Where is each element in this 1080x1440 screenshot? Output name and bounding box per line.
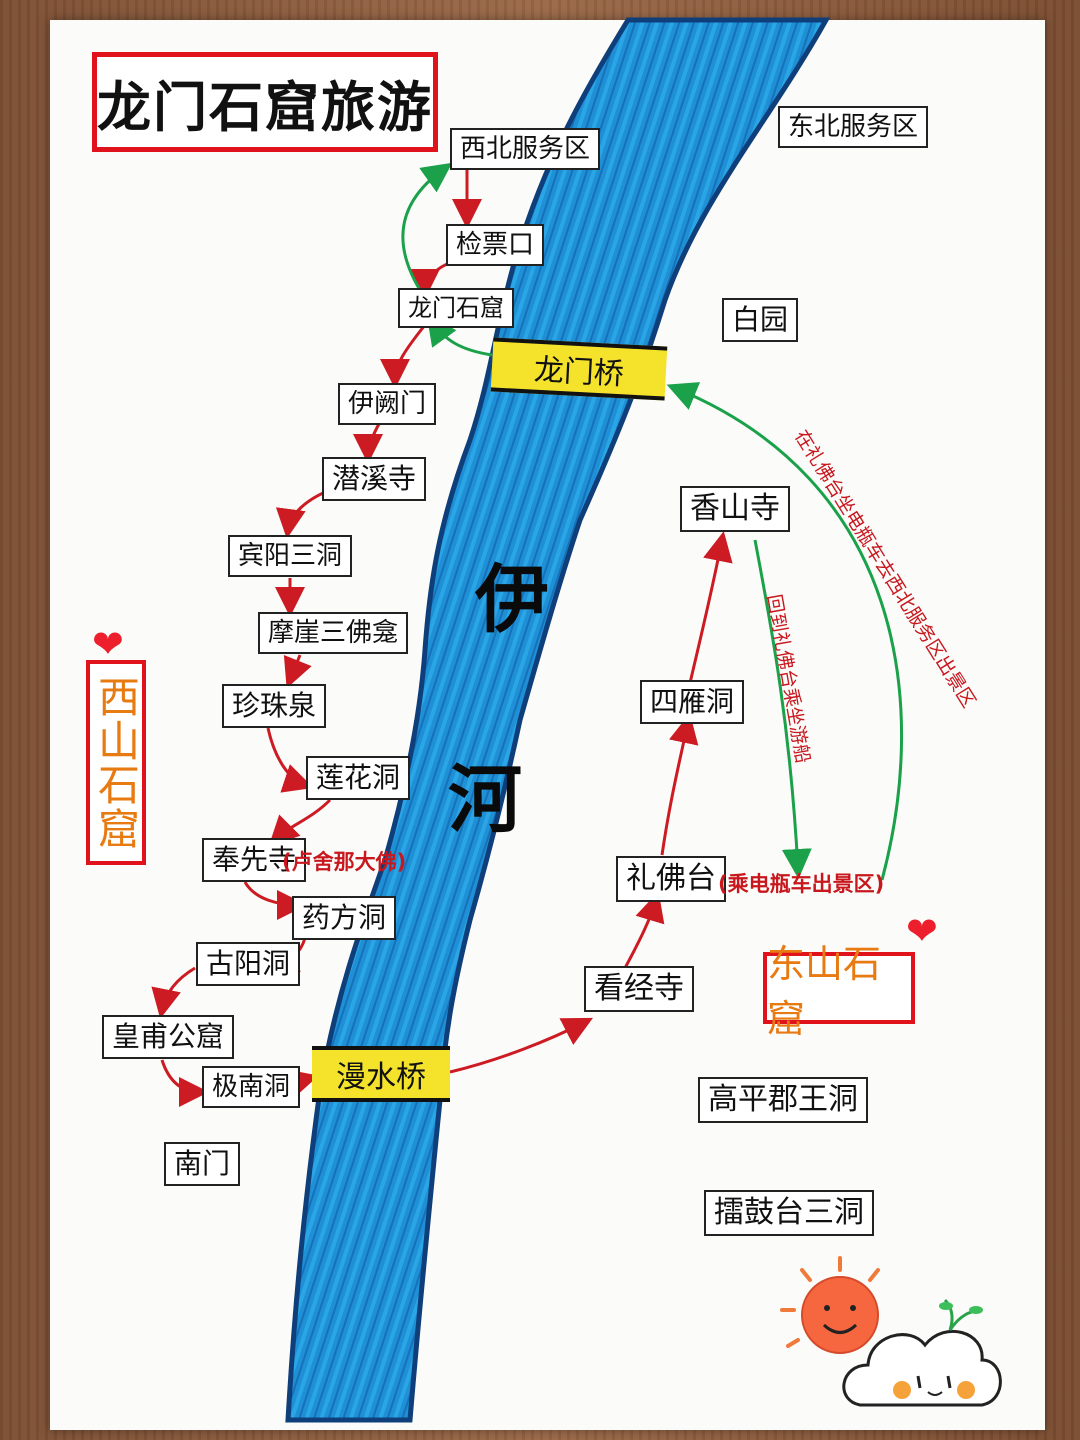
- spot-xiangshan-temple[interactable]: 香山寺: [680, 486, 790, 532]
- spot-south-gate[interactable]: 南门: [164, 1142, 241, 1186]
- spot-lianhua-cave[interactable]: 莲花洞: [306, 756, 411, 800]
- spot-northwest-service[interactable]: 西北服务区: [450, 128, 601, 170]
- spot-fengxian-temple[interactable]: 奉先寺: [202, 838, 307, 882]
- east-route: [449, 531, 733, 1074]
- spot-jinan-cave[interactable]: 极南洞: [202, 1066, 301, 1108]
- east-hill-label: 东山石窟: [763, 942, 915, 1041]
- longmen-bridge[interactable]: 龙门桥: [490, 337, 668, 401]
- lifo-note: (乘电瓶车出景区): [718, 872, 885, 896]
- map-title: 龙门石窟旅游: [97, 75, 433, 139]
- spot-yaofang-cave[interactable]: 药方洞: [292, 896, 397, 940]
- sun-doodle: [780, 1256, 880, 1354]
- map-title-frame: 龙门石窟旅游: [92, 52, 438, 152]
- spot-leigu-caves[interactable]: 擂鼓台三洞: [704, 1190, 874, 1236]
- manshui-bridge-label: 漫水桥: [336, 1060, 426, 1095]
- longmen-bridge-label: 龙门桥: [532, 352, 625, 393]
- spot-lifo-terrace[interactable]: 礼佛台: [616, 856, 726, 902]
- cloud-doodle: [842, 1298, 1002, 1407]
- spot-guyang-cave[interactable]: 古阳洞: [196, 942, 301, 986]
- spot-huangfu-cave[interactable]: 皇甫公窟: [102, 1015, 235, 1059]
- spot-yique-gate[interactable]: 伊阙门: [338, 383, 437, 425]
- spot-kanjing-temple[interactable]: 看经寺: [584, 966, 694, 1012]
- manshui-bridge[interactable]: 漫水桥: [312, 1046, 450, 1102]
- west-hill-label: 西山石窟: [86, 660, 146, 865]
- fengxian-note: (卢舍那大佛): [282, 850, 407, 874]
- river-char-he: 河: [448, 757, 522, 843]
- spot-ticket-gate[interactable]: 检票口: [446, 224, 545, 266]
- spot-northeast-service[interactable]: 东北服务区: [778, 106, 929, 148]
- exit-route: [401, 162, 904, 881]
- spot-binyang-caves[interactable]: 宾阳三洞: [228, 535, 353, 577]
- river-char-yi: 伊: [475, 557, 549, 643]
- spot-gaoping-cave[interactable]: 高平郡王洞: [698, 1077, 868, 1123]
- spot-siyan-cave[interactable]: 四雁洞: [640, 680, 745, 724]
- heart-icon: ❤: [92, 622, 124, 666]
- spot-qianxi-temple[interactable]: 潜溪寺: [322, 457, 427, 501]
- heart-icon: ❤: [906, 909, 938, 953]
- spot-moya-niche[interactable]: 摩崖三佛龛: [258, 612, 409, 654]
- spot-bai-garden[interactable]: 白园: [722, 298, 799, 342]
- spot-zhenzhu-spring[interactable]: 珍珠泉: [222, 684, 327, 728]
- spot-longmen-gate[interactable]: 龙门石窟: [398, 288, 514, 328]
